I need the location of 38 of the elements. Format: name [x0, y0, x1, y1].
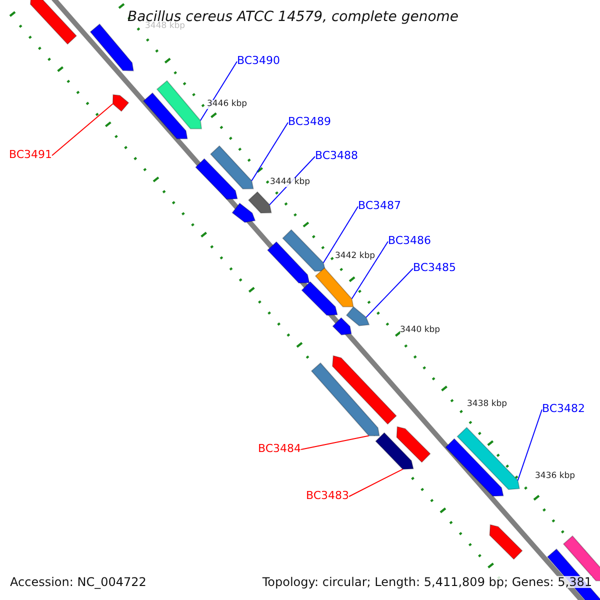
gene-feature [456, 426, 520, 490]
gene-label: BC3484 [258, 443, 302, 454]
scale-label: 3442 kbp [335, 252, 376, 260]
accession-text: Accession: NC_004722 [10, 576, 146, 588]
gene-label: BC3486 [388, 235, 432, 246]
gene-label: BC3489 [288, 116, 332, 127]
gene-label: BC3491 [9, 149, 52, 160]
gene-feature [314, 267, 354, 308]
gene-feature [375, 432, 414, 470]
scale-label: 3440 kbp [400, 326, 440, 334]
gene-label: BC3490 [237, 55, 280, 66]
leader-line [322, 206, 358, 264]
leader-line [348, 468, 404, 497]
gene-feature [210, 145, 254, 190]
leader-line [517, 409, 542, 481]
gene-feature [310, 362, 380, 436]
gene-feature [346, 306, 370, 326]
leader-line [366, 268, 414, 318]
gene-label: BC3485 [413, 262, 456, 273]
leader-line [200, 61, 238, 121]
leader-line [251, 122, 288, 182]
gene-feature [112, 94, 130, 112]
gene-label: BC3488 [315, 150, 358, 161]
gene-label: BC3483 [306, 490, 350, 501]
scale-label: 3446 kbp [207, 100, 248, 108]
scale-label: 3436 kbp [535, 472, 576, 480]
gene-label: BC3482 [542, 403, 586, 414]
gene-label: BC3487 [358, 200, 402, 211]
leader-line [52, 103, 114, 156]
genome-summary: Topology: circular; Length: 5,411,809 bp; Genes: 5,381 [262, 576, 592, 588]
leader-line [300, 435, 370, 450]
gene-feature [248, 191, 272, 214]
scale-label: 3444 kbp [270, 178, 310, 186]
leader-line [351, 241, 388, 300]
gene-feature [282, 229, 326, 272]
scale-label: 3448 kbp [145, 22, 186, 30]
scale-label: 3438 kbp [467, 400, 508, 408]
gene-feature [156, 80, 202, 130]
